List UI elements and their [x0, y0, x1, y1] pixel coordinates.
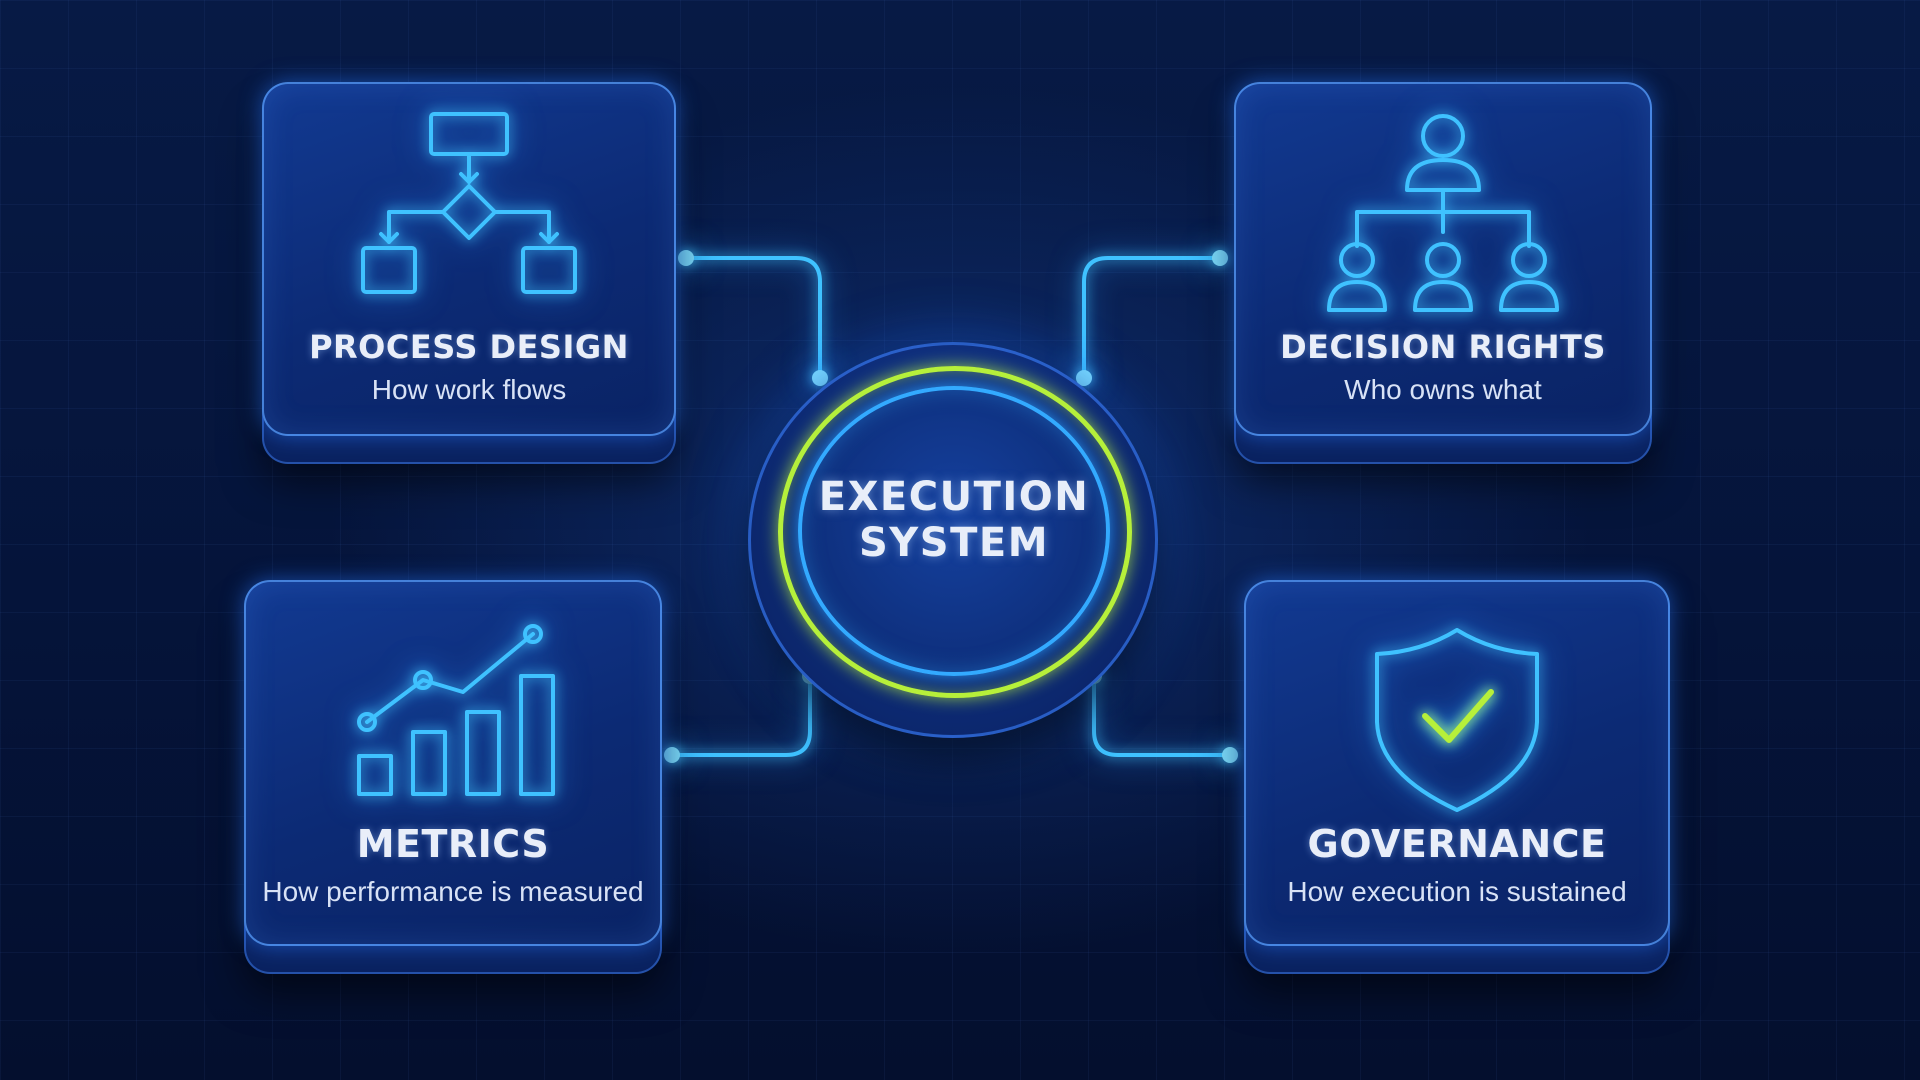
connector-process-design — [684, 256, 822, 380]
shield-check-icon — [1246, 626, 1668, 816]
connector-dot — [1222, 747, 1238, 763]
node-title: DECISION RIGHTS — [1280, 328, 1606, 366]
card-process-design: PROCESS DESIGN How work flows — [262, 82, 676, 436]
hub-label: EXECUTION SYSTEM — [798, 474, 1110, 566]
card-decision-rights: DECISION RIGHTS Who owns what — [1234, 82, 1652, 436]
hub-label-line1: EXECUTION — [818, 474, 1090, 520]
node-subtitle: How performance is measured — [262, 876, 644, 907]
connector-dot — [1076, 370, 1092, 386]
hub-outer-ring — [778, 366, 1132, 698]
node-title: GOVERNANCE — [1307, 822, 1607, 866]
node-subtitle: How execution is sustained — [1287, 876, 1627, 907]
flowchart-icon — [264, 110, 674, 310]
hub-label-line2: SYSTEM — [859, 520, 1049, 566]
connector-dot — [812, 370, 828, 386]
connector-dot — [664, 747, 680, 763]
connector-metrics — [670, 674, 812, 757]
connector-decision-rights — [1082, 256, 1222, 380]
card-governance: GOVERNANCE How execution is sustained — [1244, 580, 1670, 946]
node-title: PROCESS DESIGN — [309, 328, 629, 366]
org-chart-icon — [1236, 114, 1650, 314]
node-title: METRICS — [356, 822, 550, 866]
bar-chart-icon — [246, 620, 660, 800]
card-metrics: METRICS How performance is measured — [244, 580, 662, 946]
node-subtitle: Who owns what — [1344, 374, 1542, 405]
node-subtitle: How work flows — [371, 374, 567, 405]
connector-governance — [1092, 674, 1232, 757]
hub-inner-ring — [798, 386, 1110, 676]
connector-dot — [1212, 250, 1228, 266]
connector-dot — [678, 250, 694, 266]
